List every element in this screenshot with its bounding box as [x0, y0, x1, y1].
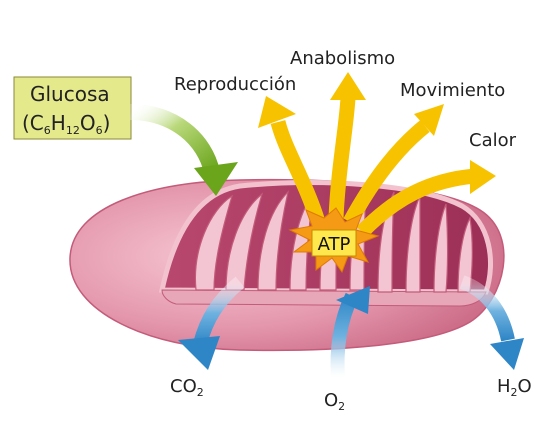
o2-arrow [330, 286, 370, 379]
label-h2o: H2O [497, 376, 532, 399]
label-anabolismo: Anabolismo [290, 48, 395, 69]
energy-arrows [270, 97, 476, 238]
arrowhead-anabolismo [330, 72, 366, 100]
arrowhead-reproduccion [258, 96, 296, 128]
label-reproduccion: Reproducción [174, 74, 296, 95]
glucose-arrow [129, 104, 238, 196]
atp-label: ATP [318, 234, 351, 255]
label-movimiento: Movimiento [400, 80, 505, 101]
atp-box [311, 229, 357, 257]
glucose-name: Glucosa [30, 82, 110, 106]
label-co2: CO2 [170, 376, 204, 399]
arrowhead-calor [470, 160, 496, 194]
co2-arrow [178, 276, 245, 370]
arrowhead-movimiento [414, 104, 444, 136]
label-o2: O2 [324, 390, 345, 413]
label-calor: Calor [469, 130, 517, 151]
energy-arrowheads [258, 72, 496, 194]
h2o-arrow [459, 275, 524, 370]
glucose-formula: (C6H12O6) [22, 111, 110, 137]
